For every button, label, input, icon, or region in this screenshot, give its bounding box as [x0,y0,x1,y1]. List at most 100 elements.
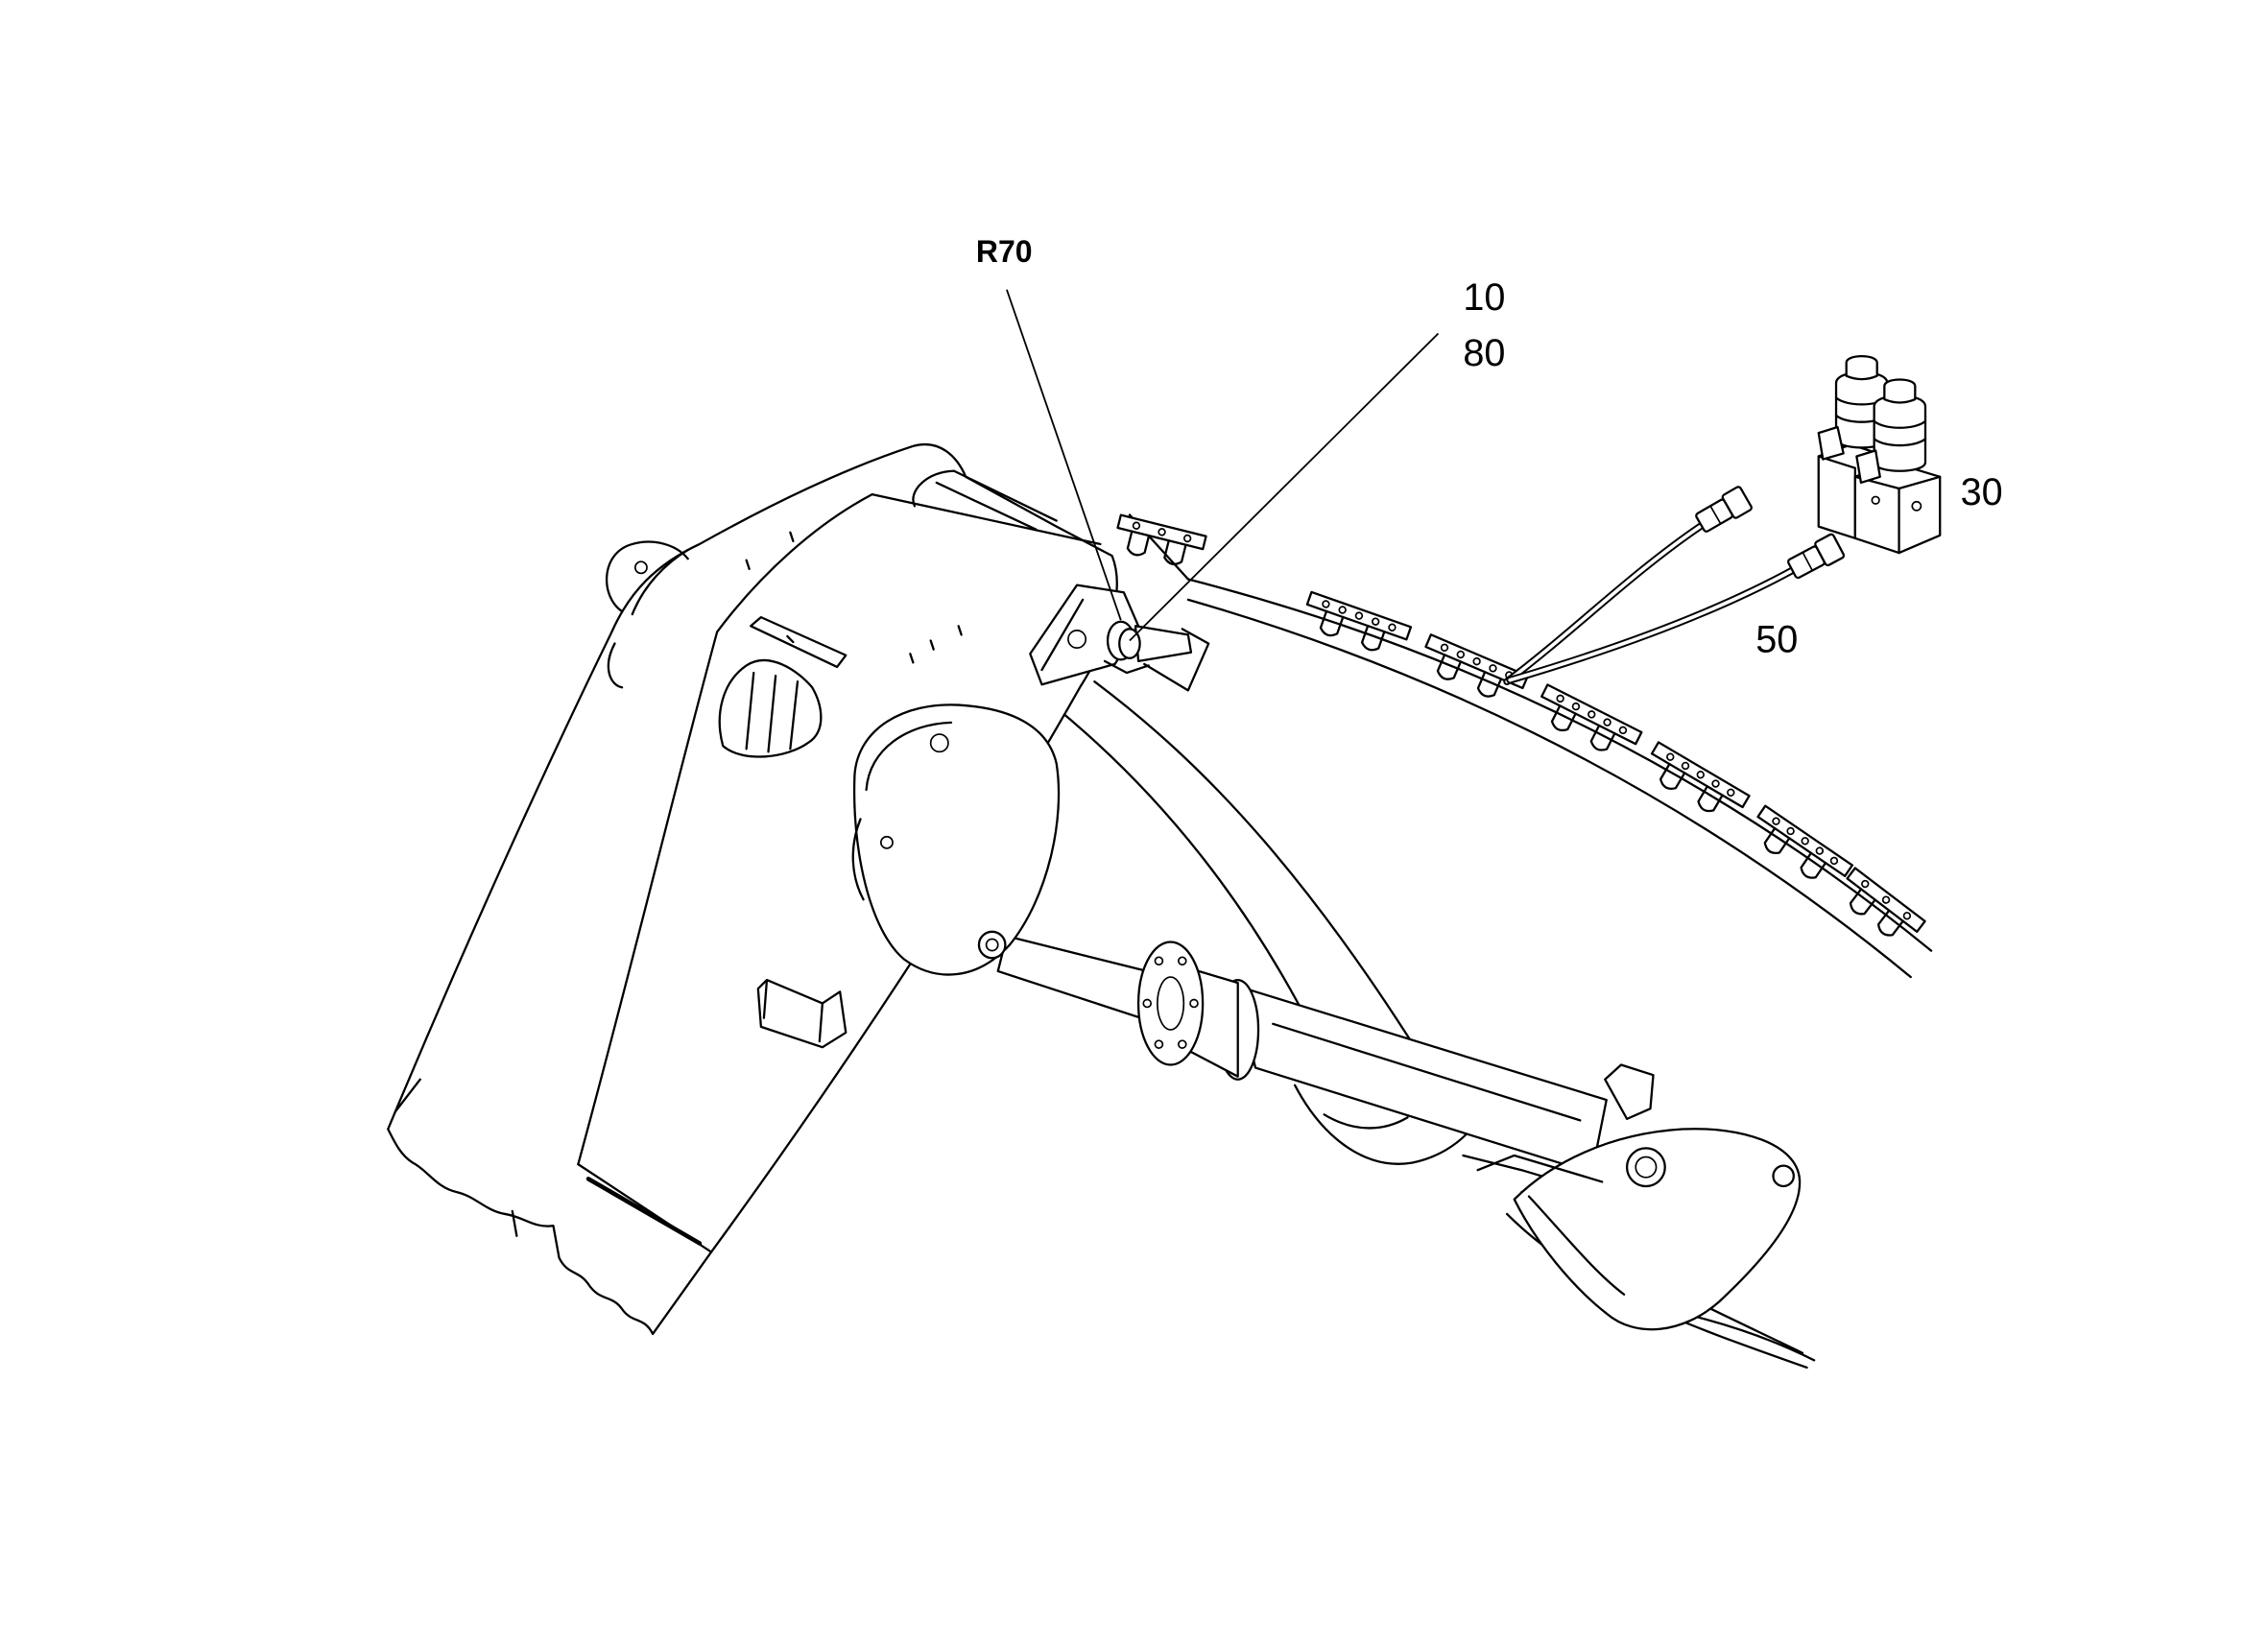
leader-r70 [1006,289,1122,621]
boss-small-hole [1772,1164,1795,1188]
flange-bolt [1067,630,1087,649]
connector-plug [1721,486,1753,519]
hose-guide-bracket [756,978,848,1049]
flange-lock-plate [1103,659,1150,675]
gland-bolt [1154,1039,1164,1049]
boom-inspection-slot [718,659,823,758]
hose-clamp [1116,513,1207,566]
hose-upper-line [1186,578,1933,952]
pivot-cover-notch [851,818,865,901]
hose-lower-line [1186,598,1912,979]
clamp-bolt [1681,761,1690,771]
clamp-bolt [1388,623,1397,631]
arm-pivot-boss [1462,1128,1802,1331]
clamp-bolt [1571,702,1581,711]
clamp-plate [1756,804,1854,878]
boss-link-bar [1476,1154,1604,1183]
clamp-bolt [1489,664,1497,673]
clamp-bolt [1338,606,1347,614]
boom-top-bracket [750,615,848,669]
connector-latch [1802,551,1814,572]
slot-bar [767,674,777,753]
bracket-mark [786,634,795,644]
clamp-loop [1849,888,1876,916]
clamp-bolt [1786,826,1795,836]
callout-10: 10 [1463,276,1505,319]
coil-cap-left [1845,354,1878,381]
pivot-cover-rim [865,721,953,792]
clamp-bolt [1666,752,1675,761]
clamp-bolt [1801,837,1809,846]
clamp-bolt [1711,779,1720,788]
boss-plate [1513,1128,1802,1331]
clamp-loop [1319,609,1345,637]
cable-harness [1503,486,1846,686]
connector-latch [1709,505,1722,525]
boom-pivot-ear-lower [607,642,624,689]
clamp-plate [1540,683,1643,746]
hose-clamp [1756,804,1854,879]
solenoid-coil-right [1873,394,1927,472]
boom-top-tube-line [935,481,1038,531]
arm-hose-lower [1681,1312,1816,1362]
boom-tick-mark [789,531,795,543]
clamp-loop [1763,826,1791,854]
cylinder-barrel-shade [1272,1022,1582,1122]
boom-cylinder [996,935,1655,1175]
boom-tick-mark [929,639,935,651]
cylinder-pin [1635,1156,1658,1179]
flange-plate-edge [1040,598,1085,672]
hose-clamp [1650,741,1751,813]
harness-wire-lower [1506,566,1797,684]
boom-pivot-cover [851,703,1061,976]
pivot-cover-plate [852,703,1061,976]
cylinder-pivot-pin-center [985,938,999,952]
guide-bracket-body [756,978,848,1049]
harness-connector-lower [1787,533,1846,580]
harness-connector-upper [1695,486,1753,533]
clamp-bolt [1772,817,1780,825]
gland-bolt [1189,998,1199,1009]
clamp-bolt [1861,879,1870,889]
clamp-bolt [1603,718,1611,727]
gland-bolt [1154,956,1164,966]
clamp-bolt [1696,771,1705,779]
boom-bottom-band-stripe [585,1177,703,1246]
clamp-loop [1659,762,1686,790]
boss-rim [1527,1195,1626,1296]
clamp-plate [1305,590,1413,641]
clamp-bolt [1440,643,1449,652]
valve-port [1911,500,1922,512]
coil-cap-right [1883,378,1917,404]
clamp-bolt [1881,895,1891,904]
valve-port [1871,495,1880,505]
clamp-plate [1424,633,1529,690]
callout-r70: R70 [976,234,1033,269]
clamp-bolt [1371,617,1380,626]
clamp-bolt [1556,694,1564,703]
boom-tick-mark [745,559,751,570]
pivot-cover-bolt [929,733,949,753]
clamp-loop [1697,785,1724,813]
pivot-cover-bolt [880,835,894,849]
cylinder-barrel [1235,985,1608,1175]
gland-bolt [1142,998,1153,1009]
clamp-bolt [1727,788,1735,797]
arm-upper-edge [1093,680,1465,1128]
top-pivot-flange [1029,584,1210,692]
coil-ring [1873,419,1927,429]
guide-bracket-fold [762,978,769,1019]
boom-side-edge [394,1078,421,1113]
boom-front-panel-top-curve [716,492,873,633]
hose-clamp [1424,633,1529,698]
cylinder-gland-inner [1157,976,1185,1031]
clamp-loop [1436,654,1463,680]
leader-10-80 [1129,332,1440,642]
clamp-bolt [1158,528,1166,536]
boom-cut-mark [511,1209,518,1237]
clamp-loop [1876,909,1904,937]
clamp-bolt [1472,656,1481,666]
clamp-bolt [1618,726,1628,735]
boom-pivot-ear [605,540,689,613]
harness-wire-upper-core [1505,524,1703,684]
